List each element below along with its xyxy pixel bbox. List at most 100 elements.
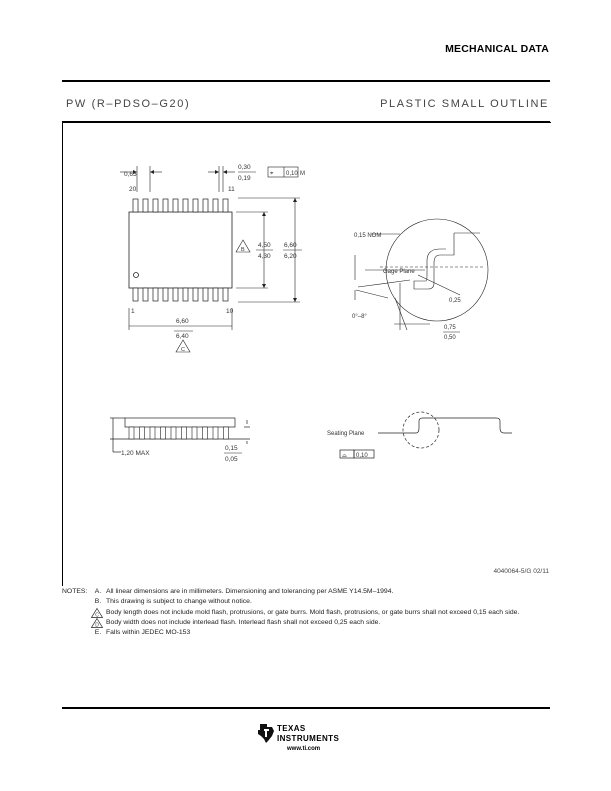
header-rule xyxy=(62,80,550,82)
side-lead xyxy=(223,426,229,440)
top-lead xyxy=(192,198,199,213)
note-d-triangle-icon: D xyxy=(91,617,103,628)
max-height-label: 1,20 MAX xyxy=(121,450,150,457)
bottom-lead xyxy=(212,287,219,302)
top-lead xyxy=(212,198,219,213)
side-lead xyxy=(212,426,219,440)
package-body-top xyxy=(128,211,233,289)
note-d: D Body width does not include interlead … xyxy=(62,617,552,628)
side-lead xyxy=(181,426,187,440)
tolerance-value: 0,10 xyxy=(286,171,298,177)
seating-detail-circle xyxy=(402,411,440,449)
side-leads xyxy=(128,426,229,440)
side-body xyxy=(124,417,236,428)
lead-width-min: 0,19 xyxy=(238,175,251,182)
drawing-frame xyxy=(62,122,551,586)
lead-width-max: 0,30 xyxy=(238,164,251,171)
foot-max-label: 0,75 xyxy=(444,325,456,331)
body-length-max: 6,60 xyxy=(176,318,189,325)
coplanarity-symbol: ⌓ xyxy=(342,453,347,459)
bottom-leads xyxy=(132,287,229,302)
brand-url: www.ti.com xyxy=(287,746,321,752)
foot-min-label: 0,50 xyxy=(444,335,456,341)
bottom-lead xyxy=(142,287,149,302)
pin-11-label: 11 xyxy=(228,186,235,193)
body-length-min: 6,40 xyxy=(176,333,189,340)
bottom-lead xyxy=(152,287,159,302)
pin-20-label: 20 xyxy=(129,186,137,193)
bottom-lead xyxy=(172,287,179,302)
pin-10-label: 10 xyxy=(226,308,234,315)
side-lead xyxy=(202,426,208,440)
bottom-lead xyxy=(182,287,189,302)
bottom-lead xyxy=(132,287,139,302)
side-lead xyxy=(191,426,198,440)
side-lead xyxy=(160,426,166,440)
note-c-triangle-icon: C xyxy=(91,607,103,618)
bottom-lead xyxy=(222,287,229,302)
top-lead xyxy=(222,198,229,213)
pin-1-label: 1 xyxy=(131,308,135,315)
mechanical-drawing: 0,65 20 11 1 10 0,30 0,19 ⌖ 0,10 M B C 4… xyxy=(110,164,512,463)
tolerance-symbol: ⌖ xyxy=(270,171,274,177)
bottom-lead xyxy=(192,287,199,302)
pin1-indicator xyxy=(133,272,139,278)
note-a-tag: A. xyxy=(94,588,102,595)
top-leads xyxy=(132,198,229,213)
gage-plane-label: Gage Plane xyxy=(383,269,415,275)
side-lead xyxy=(128,426,135,440)
package-type: PLASTIC SMALL OUTLINE xyxy=(380,98,549,110)
bottom-lead xyxy=(162,287,169,302)
side-lead xyxy=(170,426,177,440)
top-lead xyxy=(182,198,189,213)
footer-rule xyxy=(62,707,550,709)
pitch-label: 0,65 xyxy=(124,171,137,178)
top-lead xyxy=(172,198,179,213)
note-c: C Body length does not include mold flas… xyxy=(62,607,552,618)
note-a-text: All linear dimensions are in millimeters… xyxy=(106,588,394,595)
gage-dim-label: 0,25 xyxy=(449,298,461,304)
note-e: E. Falls within JEDEC MO-153 xyxy=(62,628,552,638)
note-e-tag: E. xyxy=(94,629,102,637)
body-width-min: 4,30 xyxy=(258,253,271,260)
ti-state-icon xyxy=(258,724,274,743)
package-code: PW (R–PDSO–G20) xyxy=(66,98,191,110)
angle-label: 0°–8° xyxy=(352,314,367,320)
seating-plane-label: Seating Plane xyxy=(327,431,365,437)
notes-section: NOTES: A. All linear dimensions are in m… xyxy=(62,587,552,638)
overall-width-max: 6,60 xyxy=(284,242,297,249)
note-b-marker: B xyxy=(241,247,245,253)
top-lead xyxy=(202,198,209,213)
note-c-marker: C xyxy=(181,347,185,353)
detail-nom-label: 0,15 NOM xyxy=(354,233,381,239)
side-lead xyxy=(139,426,145,440)
notes-heading: NOTES: xyxy=(62,588,88,595)
overall-width-min: 6,20 xyxy=(284,253,297,260)
brand-line2: INSTRUMENTS xyxy=(277,734,340,743)
standoff-max-label: 0,15 xyxy=(225,445,238,452)
note-e-text: Falls within JEDEC MO-153 xyxy=(106,629,191,637)
brand-line1: TEXAS xyxy=(277,724,306,733)
body-width-max: 4,50 xyxy=(258,242,271,249)
coplanarity-value: 0,10 xyxy=(356,453,368,459)
bottom-lead xyxy=(202,287,209,302)
tolerance-mark: M xyxy=(300,171,305,177)
note-a: A. All linear dimensions are in millimet… xyxy=(62,587,552,597)
note-c-text: Body length does not include mold flash,… xyxy=(106,608,520,616)
drawing-number: 4040064-5/G 02/11 xyxy=(493,568,549,575)
side-lead xyxy=(149,426,156,440)
note-d-text: Body width does not include interlead fl… xyxy=(106,618,381,626)
top-lead xyxy=(152,198,159,213)
note-b: B. This drawing is subject to change wit… xyxy=(62,597,552,607)
top-lead xyxy=(132,198,139,213)
note-b-tag: B. xyxy=(94,598,102,606)
page-header-title: MECHANICAL DATA xyxy=(445,43,549,55)
note-d-tag: D xyxy=(95,622,99,627)
ti-logo: TEXAS INSTRUMENTS www.ti.com xyxy=(257,722,357,762)
note-c-tag: C xyxy=(95,612,99,617)
top-lead xyxy=(142,198,149,213)
note-b-text: This drawing is subject to change withou… xyxy=(106,598,252,606)
package-rule xyxy=(62,121,550,122)
standoff-min-label: 0,05 xyxy=(225,456,238,463)
top-lead xyxy=(162,198,169,213)
